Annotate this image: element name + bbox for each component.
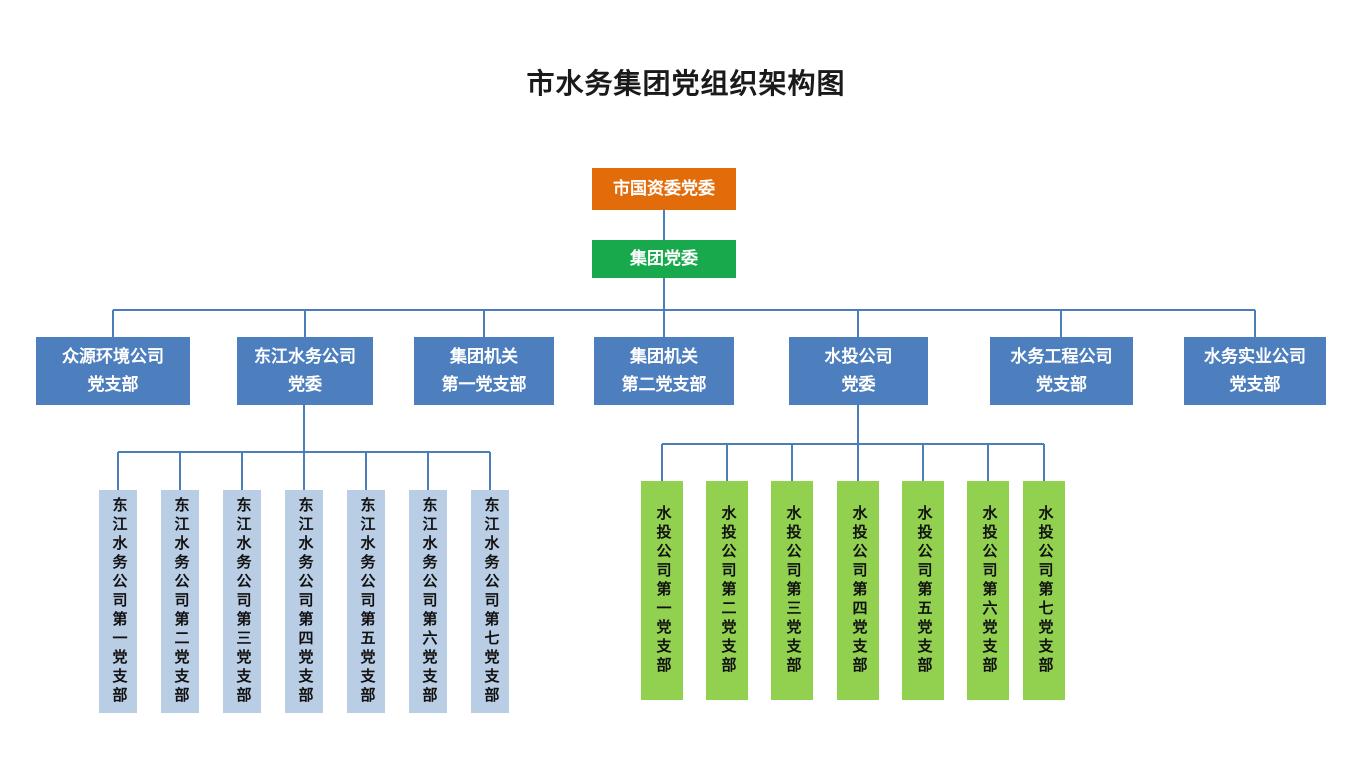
- node-dongjiang-committee: 东江水务公司 党委: [237, 337, 373, 405]
- dongjiang-branch-node-3: 东江水务公司第三党支部: [223, 490, 261, 713]
- connector-level3-bus: [112, 309, 1256, 337]
- branch-label: 东江水务公司第一党支部: [110, 497, 127, 706]
- node-city-sasac-party-committee: 市国资委党委: [592, 168, 736, 210]
- node-label-line2: 党支部: [1229, 375, 1281, 394]
- connector-dongjiang-bus: [117, 405, 491, 490]
- page-title: 市水务集团党组织架构图: [526, 69, 846, 100]
- node-label-line1: 集团机关: [630, 347, 698, 366]
- node-label-line2: 第二党支部: [621, 375, 707, 394]
- node-label-line2: 党支部: [87, 375, 139, 394]
- shuitou-branch-node-5: 水投公司第五党支部: [902, 481, 944, 700]
- node-label-line2: 党委: [288, 375, 322, 394]
- shuitou-branch-node-4: 水投公司第四党支部: [837, 481, 879, 700]
- branch-label: 水投公司第六党支部: [980, 505, 997, 676]
- branch-label: 东江水务公司第四党支部: [296, 497, 313, 706]
- branch-label: 东江水务公司第三党支部: [234, 497, 251, 706]
- node-label-line2: 党支部: [1036, 375, 1087, 394]
- node-shuitou-committee: 水投公司 党委: [789, 337, 928, 405]
- branch-label: 东江水务公司第五党支部: [358, 497, 375, 706]
- shuitou-branch-node-3: 水投公司第三党支部: [771, 481, 813, 700]
- node-zhongyuan-env-branch: 众源环境公司 党支部: [36, 337, 190, 405]
- dongjiang-branch-node-1: 东江水务公司第一党支部: [99, 490, 137, 713]
- connector-shuitou-bus: [661, 405, 1045, 481]
- node-label-line1: 水务实业公司: [1204, 347, 1306, 366]
- dongjiang-branch-node-7: 东江水务公司第七党支部: [471, 490, 509, 713]
- shuitou-branch-node-6: 水投公司第六党支部: [967, 481, 1009, 700]
- branch-label: 东江水务公司第六党支部: [420, 497, 437, 706]
- shuitou-branch-node-2: 水投公司第二党支部: [706, 481, 748, 700]
- branch-label: 水投公司第一党支部: [654, 505, 671, 676]
- node-label-line1: 东江水务公司: [254, 347, 356, 366]
- node-group-organ-second-branch: 集团机关 第二党支部: [594, 337, 734, 405]
- node-label: 集团党委: [630, 249, 698, 268]
- dongjiang-branch-node-2: 东江水务公司第二党支部: [161, 490, 199, 713]
- branch-label: 水投公司第五党支部: [915, 505, 932, 676]
- node-label: 市国资委党委: [613, 179, 715, 198]
- node-label-line2: 第一党支部: [441, 375, 527, 394]
- dongjiang-branch-node-4: 东江水务公司第四党支部: [285, 490, 323, 713]
- branch-label: 东江水务公司第七党支部: [482, 497, 499, 706]
- branch-label: 水投公司第三党支部: [784, 505, 801, 676]
- node-label-line1: 水务工程公司: [1010, 347, 1113, 366]
- shuitou-branch-node-7: 水投公司第七党支部: [1023, 481, 1065, 700]
- dongjiang-branch-node-5: 东江水务公司第五党支部: [347, 490, 385, 713]
- node-label-line1: 众源环境公司: [62, 347, 164, 366]
- branch-label: 水投公司第四党支部: [850, 505, 867, 676]
- shuitou-branch-node-1: 水投公司第一党支部: [641, 481, 683, 700]
- node-label-line1: 集团机关: [450, 347, 518, 366]
- node-group-organ-first-branch: 集团机关 第一党支部: [414, 337, 554, 405]
- branch-label: 水投公司第七党支部: [1036, 505, 1053, 676]
- branch-label: 东江水务公司第二党支部: [172, 497, 189, 706]
- node-water-engineering-branch: 水务工程公司 党支部: [990, 337, 1133, 405]
- node-water-industry-branch: 水务实业公司 党支部: [1184, 337, 1326, 405]
- dongjiang-branch-node-6: 东江水务公司第六党支部: [409, 490, 447, 713]
- branch-label: 水投公司第二党支部: [719, 505, 736, 676]
- node-label-line1: 水投公司: [824, 347, 893, 366]
- node-label-line2: 党委: [841, 375, 876, 394]
- node-group-party-committee: 集团党委: [592, 240, 736, 278]
